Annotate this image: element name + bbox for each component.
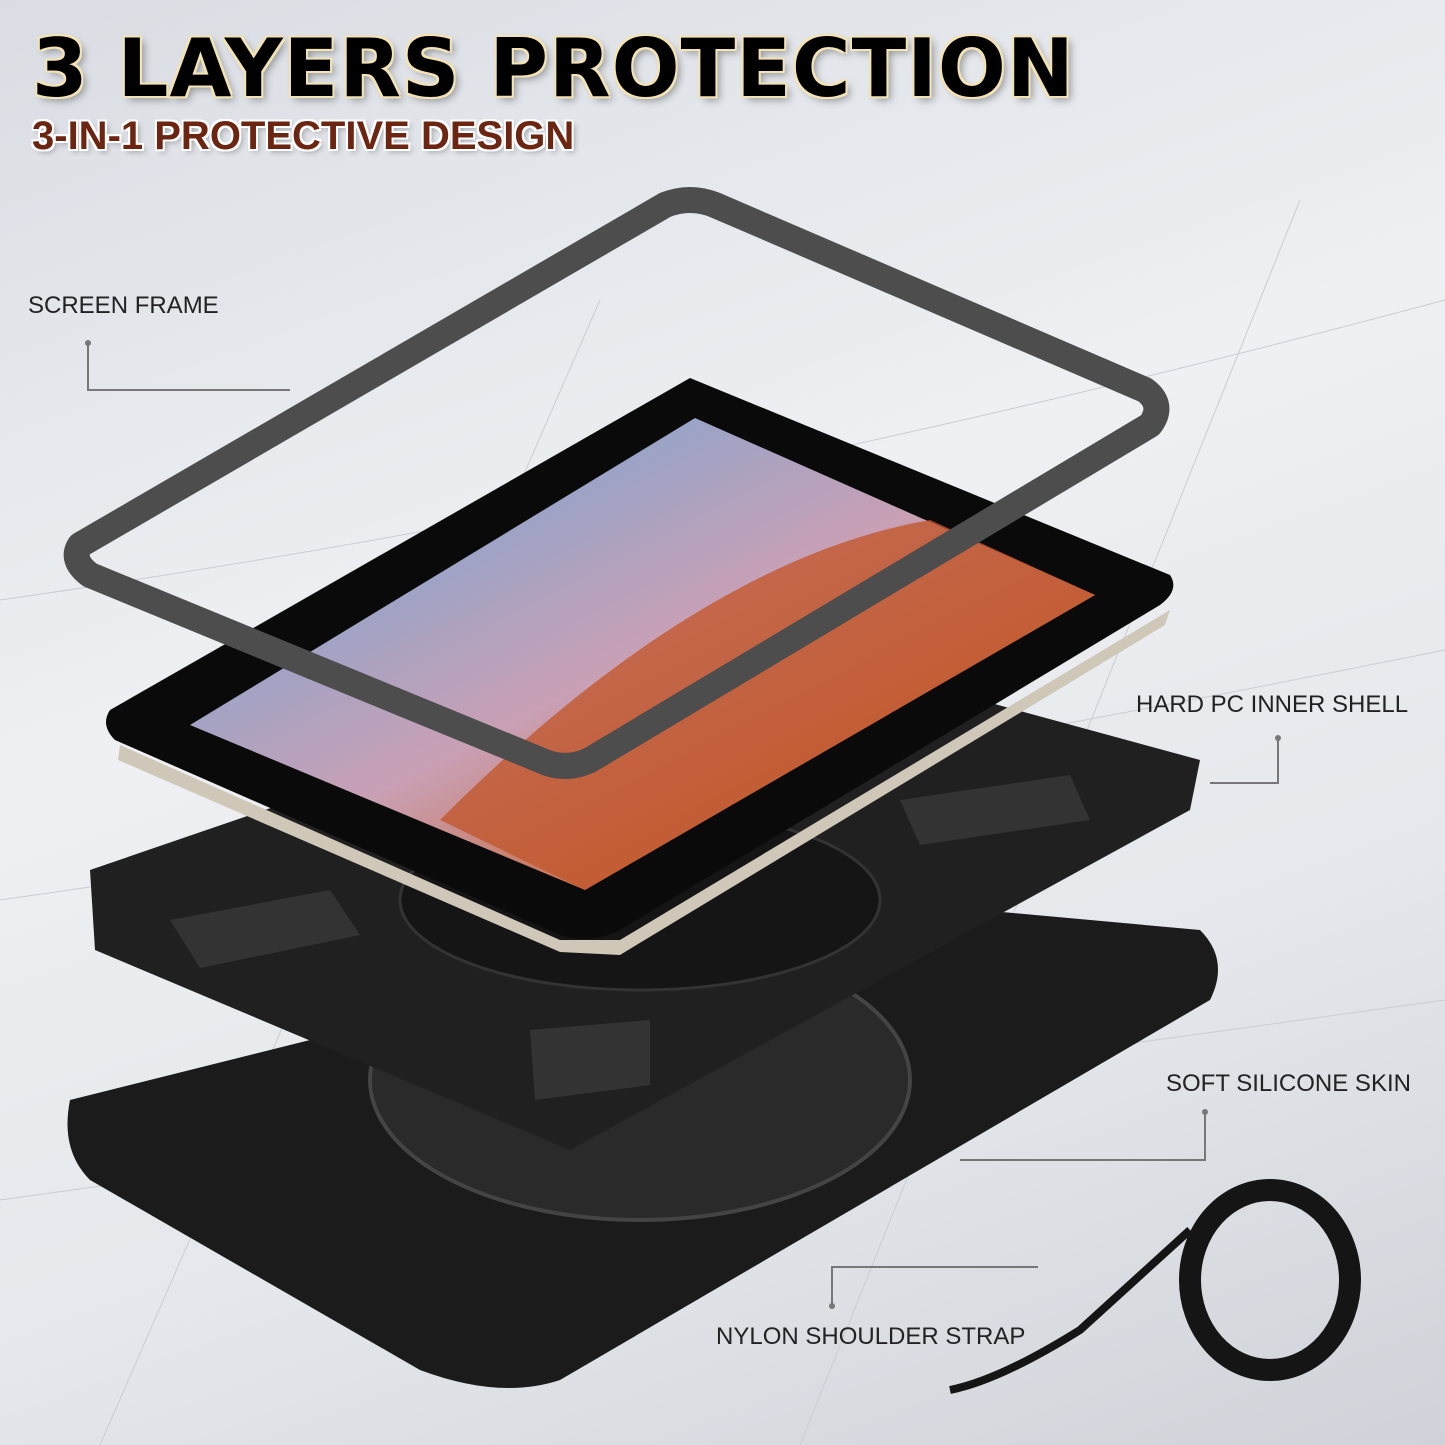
shoulder-strap xyxy=(949,1179,1361,1394)
callout-soft-silicone-skin: SOFT SILICONE SKIN xyxy=(1166,1070,1411,1097)
screen-frame xyxy=(63,187,1170,779)
callout-screen-frame: SCREEN FRAME xyxy=(28,292,219,319)
callout-nylon-shoulder-strap: NYLON SHOULDER STRAP xyxy=(716,1323,1026,1350)
callout-hard-pc-inner-shell: HARD PC INNER SHELL xyxy=(1136,691,1409,718)
page-title: 3 LAYERS PROTECTION xyxy=(32,22,1075,115)
tablet xyxy=(106,378,1174,955)
page-subtitle: 3-IN-1 PROTECTIVE DESIGN xyxy=(32,114,575,158)
callout-lines xyxy=(87,343,1279,1306)
